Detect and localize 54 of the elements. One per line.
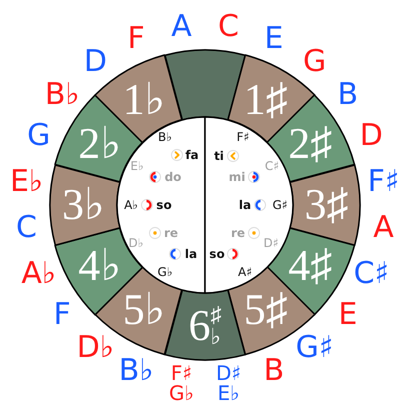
key-name: G <box>27 121 50 152</box>
accidental-count: 5♭ <box>122 288 166 332</box>
key-name: D <box>84 47 107 78</box>
accidental-count: 2♭ <box>78 122 122 166</box>
solfege-syllable: ti <box>214 150 224 162</box>
accidental-count: 4♯ <box>288 244 332 288</box>
key-name: G♯ <box>296 332 334 363</box>
solfege-syllable: la <box>184 248 198 260</box>
key-name: F♯ G♭ <box>169 363 194 404</box>
note-name: G♭ <box>158 266 172 278</box>
solfege-syllable: la <box>238 199 252 211</box>
key-name: F♯ <box>368 166 400 196</box>
key-name: B♭ <box>118 356 154 386</box>
key-name: B <box>338 80 358 110</box>
note-name: G♯ <box>272 199 288 211</box>
note-name: D♭ <box>128 237 144 249</box>
accidental-count: 1♯ <box>244 78 288 122</box>
note-name: F♯ <box>236 131 250 143</box>
key-name: C♯ <box>354 258 390 289</box>
key-name: E <box>264 24 284 54</box>
note-name: C♯ <box>264 160 280 172</box>
key-name: C <box>218 12 239 42</box>
note-name: A♯ <box>238 266 252 278</box>
key-name: E <box>338 300 358 330</box>
solfege-syllable: so <box>209 248 225 260</box>
note-name: E♭ <box>130 160 144 172</box>
note-name: B♭ <box>158 131 172 143</box>
solfege-syllable: fa <box>185 149 199 161</box>
note-name: A♭ <box>124 199 138 211</box>
solfege-syllable: re <box>164 227 178 239</box>
key-name: F <box>127 24 145 54</box>
accidental-count: 2♯ <box>288 122 332 166</box>
key-name: A <box>373 213 394 244</box>
accidental-count: 1♭ <box>122 78 166 122</box>
accidental-count: 5♯ <box>244 288 288 332</box>
accidental-count: 3♭ <box>62 182 105 227</box>
key-name: C <box>16 213 37 244</box>
solfege-syllable: re <box>230 227 246 239</box>
key-name: D♯ E♭ <box>216 363 242 404</box>
solfege-syllable: do <box>164 171 182 183</box>
key-name: D <box>360 121 383 152</box>
accidental-count: 3♯ <box>304 182 348 227</box>
key-name: A♭ <box>21 258 56 289</box>
key-name: B <box>264 356 284 386</box>
key-name: B♭ <box>44 80 80 110</box>
solfege-syllable: mi <box>228 171 246 183</box>
key-name: A <box>171 12 192 42</box>
key-name: G <box>302 47 326 78</box>
accidental-count: 4♭ <box>78 244 122 288</box>
key-name: F <box>54 300 71 330</box>
key-name: E♭ <box>10 166 44 196</box>
note-name: D♯ <box>263 237 279 249</box>
solfege-syllable: so <box>156 199 172 211</box>
key-name: D♭ <box>76 332 114 363</box>
